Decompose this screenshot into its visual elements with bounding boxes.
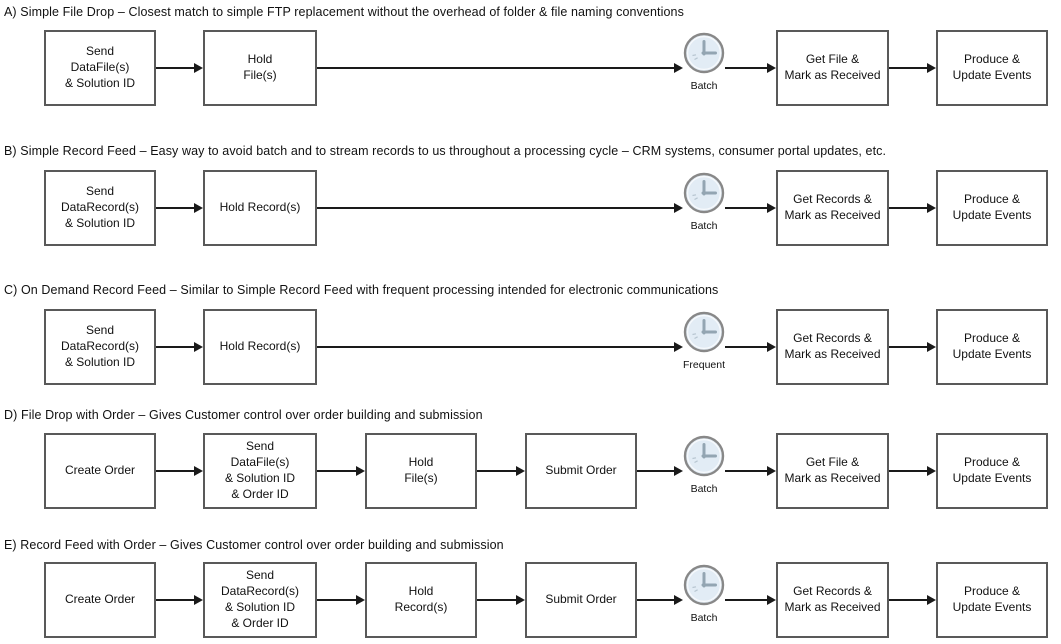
flow-arrow [889, 594, 936, 606]
step-get-file: Get File & Mark as Received [776, 30, 889, 106]
clock-icon [683, 564, 725, 606]
step-hold-records: Hold Record(s) [365, 562, 477, 638]
flow-arrow [317, 341, 683, 353]
step-submit-order: Submit Order [525, 562, 637, 638]
flow-arrow [156, 202, 203, 214]
clock-icon [683, 435, 725, 477]
step-get-records: Get Records & Mark as Received [776, 170, 889, 246]
step-hold-records: Hold Record(s) [203, 309, 317, 385]
timer-label: Batch [690, 220, 718, 232]
flow-row-d-title: D) File Drop with Order – Gives Customer… [4, 408, 483, 422]
timer-label: Batch [690, 483, 718, 495]
step-submit-order: Submit Order [525, 433, 637, 509]
clock-icon [683, 172, 725, 214]
flow-arrow [156, 62, 203, 74]
step-get-file: Get File & Mark as Received [776, 433, 889, 509]
flow-arrow [725, 594, 776, 606]
step-send-datarecords: Send DataRecord(s) & Solution ID [44, 309, 156, 385]
flow-arrow [156, 341, 203, 353]
flow-arrow [637, 594, 683, 606]
step-produce-update-events: Produce & Update Events [936, 170, 1048, 246]
flow-row-e-title: E) Record Feed with Order – Gives Custom… [4, 538, 504, 552]
step-hold-records: Hold Record(s) [203, 170, 317, 246]
flow-row-b-title: B) Simple Record Feed – Easy way to avoi… [4, 144, 887, 158]
step-produce-update-events: Produce & Update Events [936, 30, 1048, 106]
flow-arrow [317, 594, 365, 606]
step-create-order: Create Order [44, 433, 156, 509]
step-send-datafiles: Send DataFile(s) & Solution ID & Order I… [203, 433, 317, 509]
flow-arrow [156, 594, 203, 606]
clock-icon [683, 32, 725, 74]
timer-label: Batch [690, 612, 718, 624]
flow-arrow [889, 465, 936, 477]
flow-arrow [889, 62, 936, 74]
flow-arrow [725, 341, 776, 353]
step-get-records: Get Records & Mark as Received [776, 562, 889, 638]
flow-arrow [317, 465, 365, 477]
flow-arrow [725, 202, 776, 214]
step-send-datarecords: Send DataRecord(s) & Solution ID [44, 170, 156, 246]
flow-arrow [889, 202, 936, 214]
flow-row-c-title: C) On Demand Record Feed – Similar to Si… [4, 283, 719, 297]
clock-icon [683, 311, 725, 353]
flow-arrow [725, 62, 776, 74]
flow-arrow [317, 202, 683, 214]
step-get-records: Get Records & Mark as Received [776, 309, 889, 385]
timer-label: Batch [690, 80, 718, 92]
step-produce-update-events: Produce & Update Events [936, 433, 1048, 509]
flow-arrow [725, 465, 776, 477]
step-produce-update-events: Produce & Update Events [936, 309, 1048, 385]
flow-arrow [637, 465, 683, 477]
step-create-order: Create Order [44, 562, 156, 638]
step-send-datafiles: Send DataFile(s) & Solution ID [44, 30, 156, 106]
flow-arrow [477, 465, 525, 477]
step-produce-update-events: Produce & Update Events [936, 562, 1048, 638]
step-hold-files: Hold File(s) [365, 433, 477, 509]
flow-arrow [889, 341, 936, 353]
step-send-datarecords: Send DataRecord(s) & Solution ID & Order… [203, 562, 317, 638]
flow-row-a-title: A) Simple File Drop – Closest match to s… [4, 5, 684, 19]
timer-label: Frequent [682, 359, 726, 371]
flow-arrow [156, 465, 203, 477]
flow-arrow [317, 62, 683, 74]
flow-arrow [477, 594, 525, 606]
step-hold-files: Hold File(s) [203, 30, 317, 106]
